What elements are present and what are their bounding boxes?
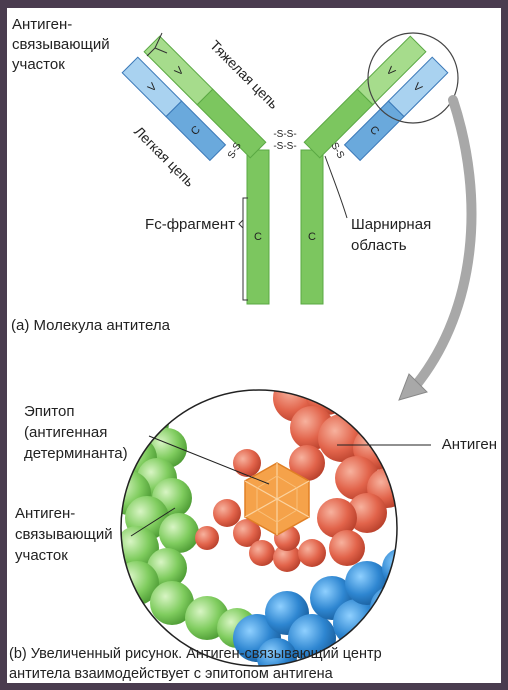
- constant-region-label: C: [254, 231, 262, 243]
- disulfide-bond: S-S: [328, 141, 346, 161]
- right-heavy-stem: [301, 150, 323, 304]
- constant-region-label: C: [308, 231, 316, 243]
- enlarged-view: [107, 371, 422, 678]
- antigen-binding-site-b-label: Антиген-: [15, 505, 75, 522]
- epitope-label: детерминанта): [24, 445, 128, 462]
- disulfide-bond: -S-S-: [273, 141, 296, 152]
- fc-fragment-label: Fc-фрагмент: [145, 216, 235, 233]
- antibody-molecule: V V C V V C C C -S-S- -S-S- S-S S-S: [12, 16, 471, 400]
- diagram-canvas: V V C V V C C C -S-S- -S-S- S-S S-S: [7, 8, 501, 683]
- antigen-binding-site-b-label: участок: [15, 547, 68, 564]
- disulfide-bond: -S-S-: [273, 129, 296, 140]
- antigen-binding-site-label: участок: [12, 56, 65, 73]
- hinge-pointer: [325, 156, 347, 218]
- epitope-label: Эпитоп: [24, 403, 74, 420]
- caption-b: антитела взаимодействует с эпитопом анти…: [9, 666, 334, 682]
- hinge-region-label: Шарнирная: [351, 216, 431, 233]
- antigen-binding-site-label: связывающий: [12, 36, 110, 53]
- left-heavy-stem: [247, 150, 269, 304]
- caption-a: (a) Молекула антитела: [11, 317, 171, 334]
- zoom-arrow: [417, 100, 471, 384]
- antibody-diagram: V V C V V C C C -S-S- -S-S- S-S S-S: [7, 8, 501, 683]
- hinge-region-label: область: [351, 237, 407, 254]
- caption-b: (b) Увеличенный рисунок. Антиген-связыва…: [9, 646, 382, 662]
- epitope-label: (антигенная: [24, 424, 107, 441]
- antigen-binding-site-label: Антиген-: [12, 16, 72, 33]
- antigen-label: Антиген: [442, 436, 497, 453]
- antigen-binding-site-b-label: связывающий: [15, 526, 113, 543]
